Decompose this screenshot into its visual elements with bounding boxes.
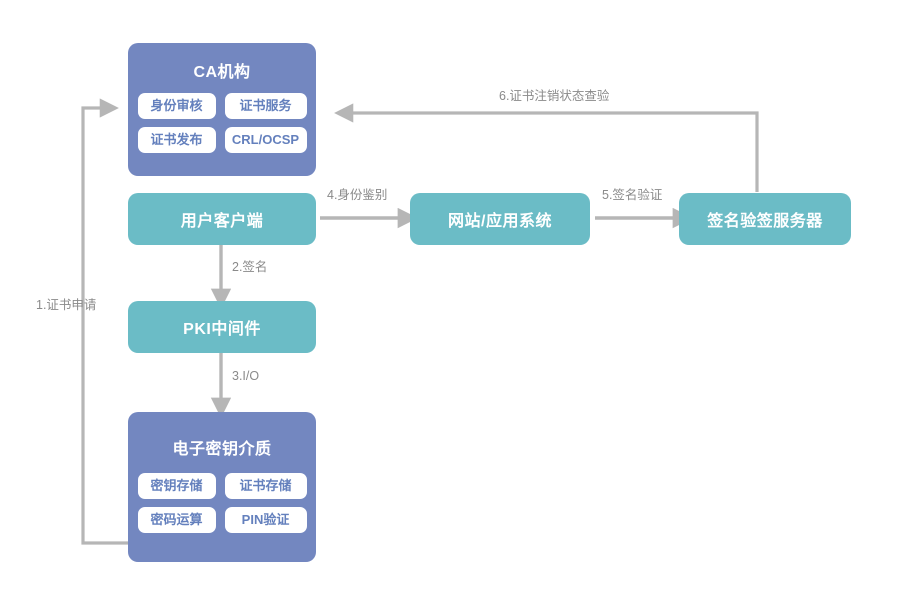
pill-key-storage[interactable]: 密钥存储 (137, 473, 216, 499)
pill-crypto-operation[interactable]: 密码运算 (137, 507, 216, 533)
connector-6-revocation-status-check (334, 103, 759, 192)
pill-certificate-service[interactable]: 证书服务 (224, 93, 307, 119)
node-electronic-key-media-title: 电子密钥介质 (172, 441, 272, 458)
node-pki-middleware[interactable]: PKI中间件 (128, 301, 316, 353)
node-electronic-key-media-items: 密钥存储 证书存储 密码运算 PIN验证 (137, 473, 307, 533)
pill-certificate-storage[interactable]: 证书存储 (224, 473, 307, 499)
pill-certificate-publish[interactable]: 证书发布 (137, 127, 216, 153)
node-ca-authority-items: 身份审核 证书服务 证书发布 CRL/OCSP (137, 93, 307, 153)
pill-pin-verification[interactable]: PIN验证 (224, 507, 307, 533)
edge-label-1-certificate-application: 1.证书申请 (36, 298, 97, 312)
node-signature-verification-server-title: 签名验签服务器 (707, 213, 823, 230)
pill-identity-review[interactable]: 身份审核 (137, 93, 216, 119)
node-website-application-system[interactable]: 网站/应用系统 (410, 193, 590, 245)
connector-1-certificate-application (81, 98, 128, 545)
node-user-client[interactable]: 用户客户端 (128, 193, 316, 245)
node-signature-verification-server[interactable]: 签名验签服务器 (679, 193, 851, 245)
edge-label-6-revocation-status-check: 6.证书注销状态查验 (499, 89, 610, 103)
edge-label-2-sign: 2.签名 (232, 260, 268, 274)
pill-crl-ocsp[interactable]: CRL/OCSP (224, 127, 307, 153)
node-electronic-key-media[interactable]: 电子密钥介质 密钥存储 证书存储 密码运算 PIN验证 (128, 412, 316, 562)
node-ca-authority-title: CA机构 (193, 64, 251, 81)
edge-label-5-signature-verification: 5.签名验证 (602, 188, 663, 202)
node-website-application-system-title: 网站/应用系统 (448, 213, 552, 230)
node-pki-middleware-title: PKI中间件 (183, 321, 261, 338)
node-user-client-title: 用户客户端 (180, 213, 264, 230)
node-ca-authority[interactable]: CA机构 身份审核 证书服务 证书发布 CRL/OCSP (128, 43, 316, 176)
edge-label-4-identity-authentication: 4.身份鉴别 (327, 188, 388, 202)
edge-label-3-io: 3.I/O (232, 369, 260, 383)
